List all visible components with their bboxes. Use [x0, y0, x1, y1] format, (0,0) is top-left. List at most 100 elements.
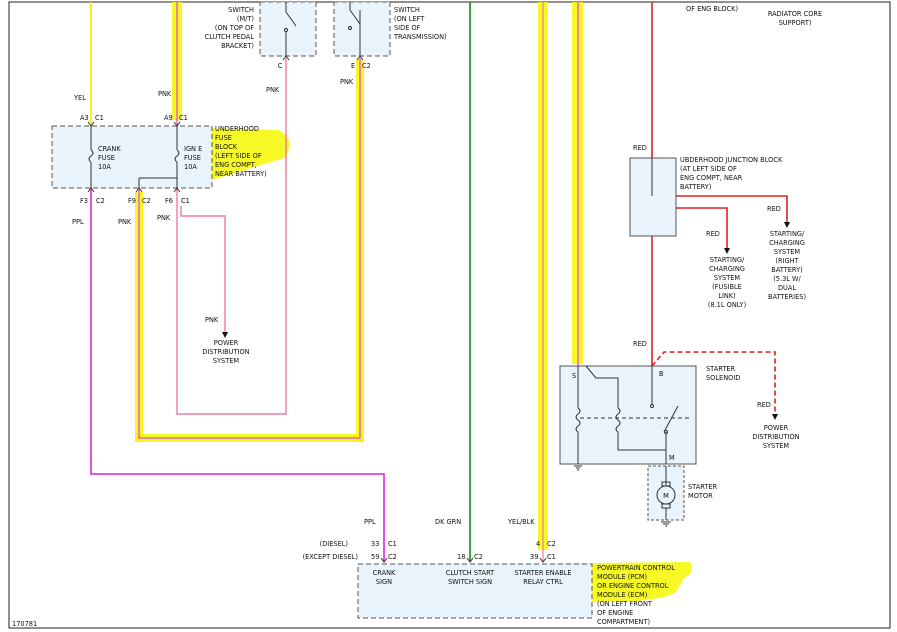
pcm-label-6: COMPARTMENT): [597, 618, 650, 626]
pcm-pin-39-connector: C1: [547, 553, 556, 561]
pds-right-line-0: POWER: [764, 424, 789, 432]
pcm-pin-4: 4: [536, 540, 540, 548]
starter-solenoid: [559, 365, 697, 465]
eng-block-label: OF ENG BLOCK): [686, 5, 738, 13]
pcm-starter-line-1: RELAY CTRL: [523, 578, 563, 586]
solenoid-label-0: STARTER: [706, 365, 736, 373]
junction-red-top: RED: [633, 144, 647, 152]
pcm-clutch-line-0: CLUTCH START: [446, 569, 495, 577]
charging-b-line-6: DUAL: [778, 284, 796, 292]
switch-mt-line-2: (ON TOP OF: [215, 24, 254, 32]
charging-a-line-0: STARTING/: [710, 256, 745, 264]
pcm-label-4: (ON LEFT FRONT: [597, 600, 653, 608]
pds-left-line-2: SYSTEM: [213, 357, 240, 365]
wire-pnk-loop: [176, 58, 287, 415]
wire-red-dashed: [651, 351, 776, 414]
pcm-yelblk-label: YEL/BLK: [507, 518, 535, 526]
solenoid-pin-b: B: [659, 370, 664, 378]
junction-label-3: BATTERY): [680, 183, 711, 191]
highlight-fuse-block-label: [202, 128, 290, 180]
pcm-pin-39: 39: [530, 553, 538, 561]
transmission-switch: [333, 1, 391, 57]
switch-wire-pnk-right: PNK: [340, 78, 354, 86]
charging-b-line-0: STARTING/: [770, 230, 805, 238]
junction-red-a: RED: [706, 230, 720, 238]
pin-f6-connector: C1: [181, 197, 190, 205]
solenoid-pin-m: M: [669, 454, 675, 462]
clutch-pedal-switch: [259, 1, 317, 57]
charging-a-line-2: SYSTEM: [714, 274, 741, 282]
pds-left-line-1: DISTRIBUTION: [202, 348, 249, 356]
fuse-block-label-3: (LEFT SIDE OF: [215, 152, 262, 160]
fuse-block-label-0: UNDERHOOD: [215, 125, 259, 133]
junction-label-0: UBDERHOOD JUNCTION BLOCK: [680, 156, 783, 164]
pcm-label-3: MODULE (ECM): [597, 591, 647, 599]
wire-pnk-label-pds: PNK: [205, 316, 219, 324]
charging-b-line-7: BATTERIES): [768, 293, 806, 301]
radiator-line-1: SUPPORT): [779, 19, 812, 27]
pds-right-line-2: SYSTEM: [763, 442, 790, 450]
arrow-pds-right: [772, 414, 778, 420]
pcm-pin-33: 33: [371, 540, 379, 548]
wire-pnk-pds: [180, 206, 226, 332]
pin-a9: A9: [164, 114, 173, 122]
pcm-label-2: OR ENGINE CONTROL: [597, 582, 669, 590]
pin-a3: A3: [80, 114, 89, 122]
ground-symbols: [574, 465, 671, 527]
starter-motor-symbol: [656, 466, 676, 520]
pin-e-connector: C2: [362, 62, 371, 70]
pcm-starter-line-0: STARTER ENABLE: [514, 569, 571, 577]
diagram-frame: [8, 1, 891, 629]
charging-a-line-1: CHARGING: [709, 265, 745, 273]
switch-mt-line-3: CLUTCH PEDAL: [205, 33, 255, 41]
arrow-pds-left: [222, 332, 228, 338]
pcm-crank-line-0: CRANK: [373, 569, 396, 577]
pin-e-label: E: [351, 62, 355, 70]
pcm-clutch-line-1: SWITCH SIGN: [448, 578, 492, 586]
switch-mt-line-1: (M/T): [237, 15, 254, 23]
pcm-pin-18: 18: [457, 553, 465, 561]
switch-trans-line-2: SIDE OF: [394, 24, 421, 32]
charging-b-line-5: (5.3L W/: [773, 275, 801, 283]
pcm-ppl-label: PPL: [364, 518, 376, 526]
wire-pnk-label-f9: PNK: [118, 218, 132, 226]
crank-fuse-line-2: 10A: [98, 163, 111, 171]
motor-label-0: STARTER: [688, 483, 718, 491]
pcm-label-5: OF ENGINE: [597, 609, 633, 617]
pcm-pin-59-connector: C2: [388, 553, 397, 561]
junction-red-b: RED: [767, 205, 781, 213]
wire-ppl-crank: [90, 188, 385, 562]
pcm-crank-line-1: SIGN: [376, 578, 392, 586]
fuse-block-label-1: FUSE: [215, 134, 232, 142]
junction-label-1: (AT LEFT SIDE OF: [680, 165, 737, 173]
pcm-label-1: MODULE (PCM): [597, 573, 647, 581]
crank-fuse-line-0: CRANK: [98, 145, 121, 153]
fuse-yel-label: YEL: [73, 94, 86, 102]
charging-b-line-3: (RIGHT: [775, 257, 799, 265]
pcm-except-diesel-label: (EXCEPT DIESEL): [303, 553, 358, 561]
pin-a9-connector: C1: [179, 114, 188, 122]
connector-ticks: [87, 55, 547, 563]
arrow-charging-b: [784, 222, 790, 228]
pds-left-line-0: POWER: [214, 339, 239, 347]
switch-wire-pnk-left: PNK: [266, 86, 280, 94]
pin-f6: F6: [165, 197, 173, 205]
wire-pnk-f9: [138, 58, 361, 439]
arrow-charging-a: [724, 248, 730, 254]
pin-f9-connector: C2: [142, 197, 151, 205]
solenoid-red-dash-label: RED: [757, 401, 771, 409]
switch-trans-line-1: (ON LEFT: [394, 15, 425, 23]
pcm-label-0: POWERTRAIN CONTROL: [597, 564, 675, 572]
pcm-pin-4-connector: C2: [547, 540, 556, 548]
pin-a3-connector: C1: [95, 114, 104, 122]
pcm-pin-59: 59: [371, 553, 379, 561]
pds-right-line-1: DISTRIBUTION: [752, 433, 799, 441]
pcm-pin-33-connector: C1: [388, 540, 397, 548]
junction-label-2: ENG COMPT, NEAR: [680, 174, 743, 182]
ign-fuse-line-2: 10A: [184, 163, 197, 171]
underhood-junction-block: [629, 157, 677, 237]
charging-b-line-2: SYSTEM: [774, 248, 801, 256]
switch-trans-line-3: TRANSMISSION): [393, 33, 447, 41]
ign-fuse-symbol: [138, 126, 180, 188]
